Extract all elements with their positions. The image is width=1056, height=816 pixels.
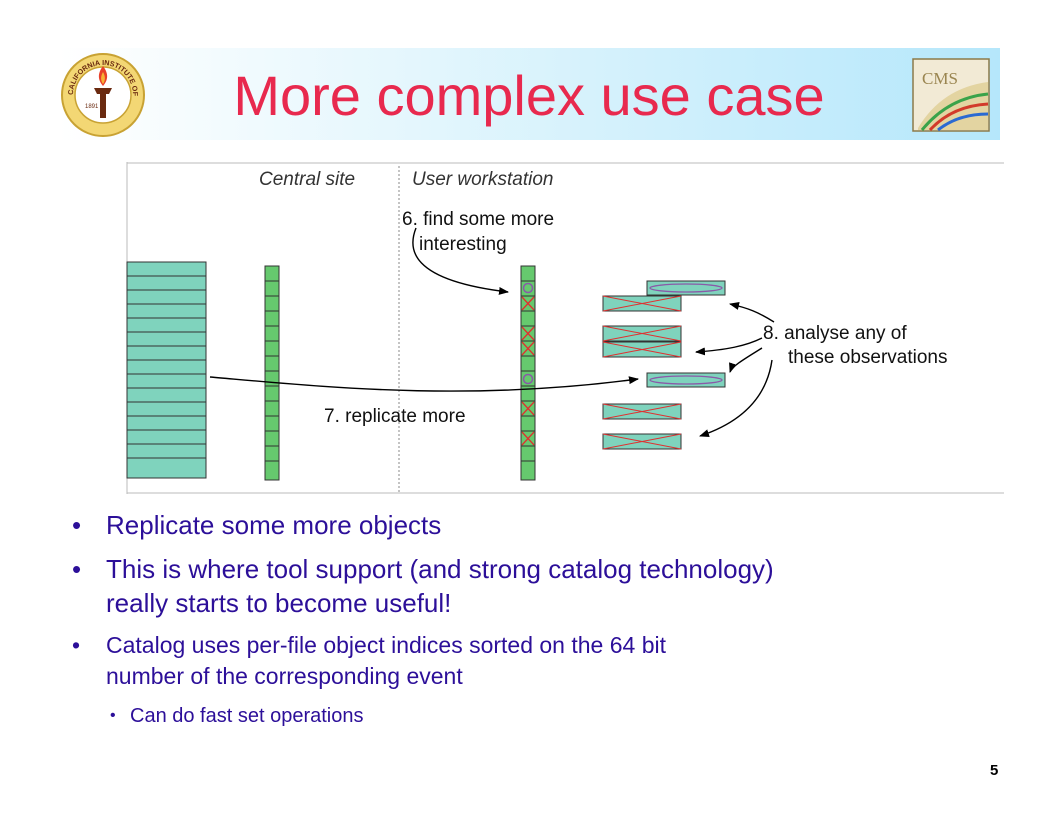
bullet-marker: • bbox=[72, 632, 81, 658]
central-file-column bbox=[264, 265, 280, 481]
label-central-site: Central site bbox=[259, 169, 355, 190]
cms-logo-text: CMS bbox=[922, 69, 958, 88]
sub-bullet-item: • Can do fast set operations bbox=[72, 702, 1032, 730]
cms-logo: CMS bbox=[912, 58, 990, 132]
arrow-analyse-3 bbox=[729, 347, 763, 373]
bullet-text-line2: number of the corresponding event bbox=[106, 663, 463, 689]
caltech-seal-logo: CALIFORNIA INSTITUTE OF TECHNOLOGY 1891 bbox=[60, 52, 145, 137]
bullet-text-line2: really starts to become useful! bbox=[106, 588, 452, 618]
user-file-column bbox=[520, 265, 536, 481]
annotation-8-line2: these observations bbox=[788, 347, 948, 368]
arrow-analyse-4 bbox=[699, 359, 773, 437]
bullet-text-line1: This is where tool support (and strong c… bbox=[106, 554, 774, 584]
annotation-7: 7. replicate more bbox=[324, 406, 466, 427]
arrow-analyse-1 bbox=[729, 302, 775, 323]
arrow-find bbox=[412, 227, 509, 295]
bullet-marker: • bbox=[72, 554, 82, 584]
slide-title: More complex use case bbox=[233, 64, 825, 127]
bullet-list: • Replicate some more objects • This is … bbox=[72, 508, 1032, 730]
page-number: 5 bbox=[990, 762, 999, 779]
annotation-6-line2: interesting bbox=[419, 234, 507, 255]
bullet-item: • Replicate some more objects bbox=[72, 508, 1032, 542]
replication-diagram: Central site User workstation bbox=[126, 162, 1004, 494]
arrow-analyse-2 bbox=[695, 337, 763, 356]
bullet-marker: • bbox=[72, 510, 82, 540]
bullet-item: • Catalog uses per-file object indices s… bbox=[72, 630, 1032, 692]
arrow-replicate bbox=[209, 376, 639, 392]
bullet-item: • This is where tool support (and strong… bbox=[72, 552, 1032, 620]
seal-year: 1891 bbox=[85, 104, 99, 110]
bullet-marker: • bbox=[110, 707, 116, 724]
observation-objects bbox=[602, 280, 726, 450]
annotation-8-line1: 8. analyse any of bbox=[763, 323, 907, 344]
title-banner: More complex use case bbox=[58, 48, 1000, 140]
central-database-stack bbox=[126, 261, 207, 479]
bullet-text-line1: Catalog uses per-file object indices sor… bbox=[106, 632, 666, 658]
bullet-text: Replicate some more objects bbox=[106, 510, 442, 540]
sub-bullet-text: Can do fast set operations bbox=[130, 705, 364, 727]
label-user-workstation: User workstation bbox=[412, 169, 554, 190]
annotation-6-line1: 6. find some more bbox=[402, 209, 554, 230]
